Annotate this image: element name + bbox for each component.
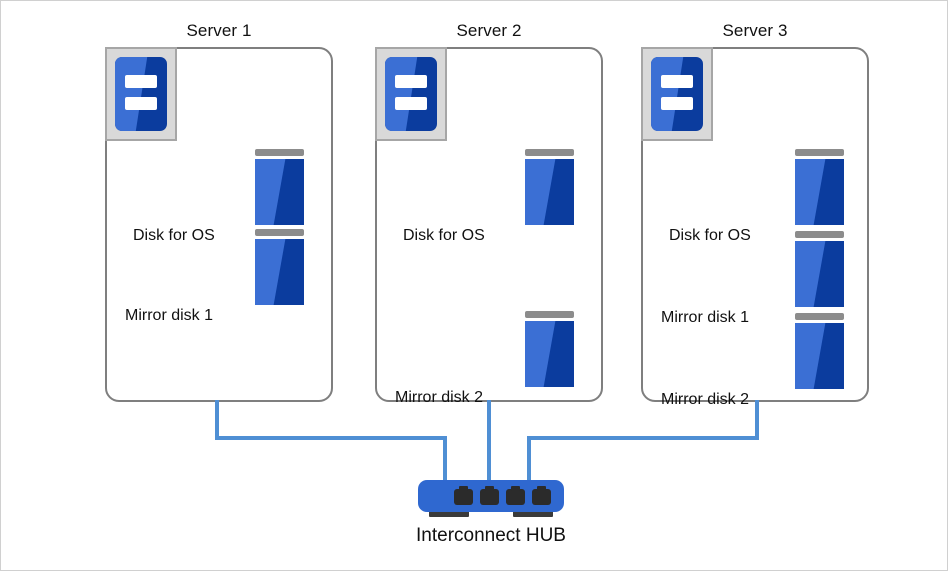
disk-platter	[795, 159, 844, 225]
disk-label: Mirror disk 2	[395, 389, 484, 406]
server-icon-bar-top	[125, 75, 157, 88]
network-hub-icon[interactable]	[418, 480, 564, 512]
cable-server-3-drop	[755, 400, 759, 440]
server-icon-body	[385, 57, 437, 131]
server-3-box[interactable]: Disk for OS Mirror disk 1 Mirror disk 2	[641, 47, 869, 408]
disk-platter	[795, 323, 844, 389]
server-icon-bar-top	[661, 75, 693, 88]
disk-cap	[255, 149, 304, 156]
server-icon	[375, 47, 447, 141]
server-icon	[641, 47, 713, 141]
cable-server-1-run	[215, 436, 447, 440]
disk-cap	[525, 149, 574, 156]
disk-platter	[525, 321, 574, 387]
disk-icon	[255, 149, 304, 225]
cable-server-1-to-hub	[443, 436, 447, 482]
hub-foot-right	[513, 509, 553, 517]
disk-platter	[255, 159, 304, 225]
disk-label: Mirror disk 1	[125, 307, 214, 324]
disk-label: Disk for OS	[403, 227, 485, 244]
hub-port	[532, 486, 551, 505]
disk-label: Mirror disk 2	[661, 391, 750, 408]
server-2-title: Server 2	[456, 21, 522, 40]
hub-label: Interconnect HUB	[416, 525, 566, 546]
disk-icon	[795, 313, 844, 389]
disk-icon	[255, 229, 304, 305]
disk-icon	[795, 231, 844, 307]
disk-cap	[795, 231, 844, 238]
disk-platter	[525, 159, 574, 225]
disk-platter	[255, 239, 304, 305]
server-icon-body	[651, 57, 703, 131]
server-icon-bar-bottom	[125, 97, 157, 110]
server-3-title: Server 3	[722, 21, 788, 40]
disk-cap	[255, 229, 304, 236]
server-2-box[interactable]: Disk for OS Mirror disk 2	[375, 47, 603, 406]
disk-icon	[795, 149, 844, 225]
disk-label: Disk for OS	[133, 227, 215, 244]
server-icon-bar-bottom	[661, 97, 693, 110]
hub-port	[454, 486, 473, 505]
cable-server-3-to-hub	[527, 436, 531, 482]
disk-label: Mirror disk 1	[661, 309, 750, 326]
cable-server-1-drop	[215, 400, 219, 440]
server-icon-bar-bottom	[395, 97, 427, 110]
disk-icon	[525, 311, 574, 387]
server-1-title: Server 1	[186, 21, 252, 40]
hub-port	[480, 486, 499, 505]
server-icon	[105, 47, 177, 141]
hub-foot-left	[429, 509, 469, 517]
cable-server-3-run	[527, 436, 759, 440]
disk-cap	[795, 149, 844, 156]
disk-platter	[795, 241, 844, 307]
hub-port	[506, 486, 525, 505]
cable-server-2-to-hub	[487, 400, 491, 482]
server-1-box[interactable]: Disk for OS Mirror disk 1	[105, 47, 333, 402]
disk-cap	[795, 313, 844, 320]
disk-icon	[525, 149, 574, 225]
server-icon-body	[115, 57, 167, 131]
disk-cap	[525, 311, 574, 318]
server-icon-bar-top	[395, 75, 427, 88]
disk-label: Disk for OS	[669, 227, 751, 244]
